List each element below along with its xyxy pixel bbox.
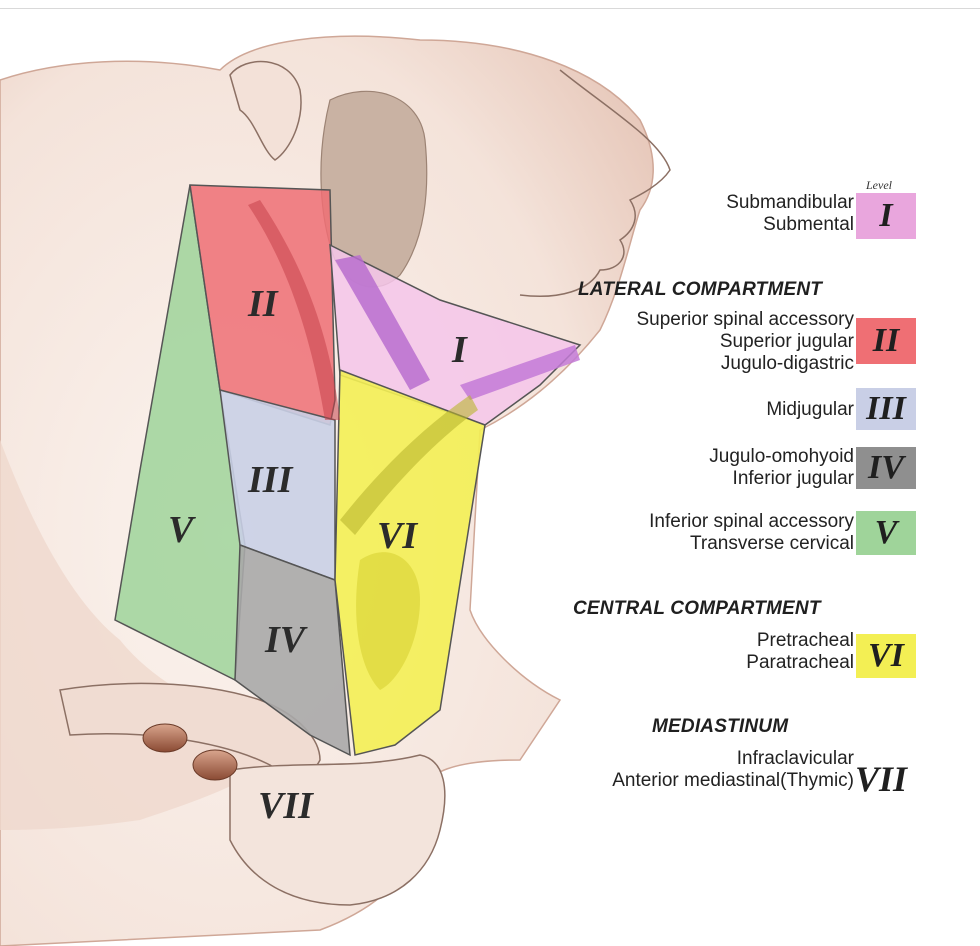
zone-ii-label: II (247, 283, 279, 325)
level-vi-swatch: VI (856, 634, 916, 678)
level-v-description: Inferior spinal accessory Transverse cer… (649, 511, 854, 554)
level-v-swatch: V (856, 511, 916, 555)
vessel-cut-1 (142, 723, 188, 753)
level-iii-description: Midjugular (766, 399, 854, 420)
mediastinum-area (229, 754, 446, 906)
top-divider (0, 8, 980, 9)
level-vi-description: Pretracheal Paratracheal (746, 630, 854, 673)
thyroid-hint (356, 552, 420, 690)
mediastinum-heading: MEDIASTINUM (652, 716, 789, 737)
level-ii-swatch: II (856, 318, 916, 364)
zone-vi-label: VI (377, 515, 418, 557)
vessel-cut-2 (192, 749, 238, 781)
zone-vii-label: VII (258, 785, 314, 827)
level-caption: Level (866, 178, 892, 192)
ear-outline (229, 60, 302, 161)
zone-i-label: I (451, 329, 468, 371)
level-i-description: Submandibular Submental (726, 192, 854, 235)
zone-v-label: V (168, 509, 196, 551)
digastric-band-2 (460, 345, 580, 400)
scm-muscle-hint (248, 200, 340, 420)
face-profile (519, 69, 671, 297)
level-ii-description: Superior spinal accessory Superior jugul… (636, 309, 854, 374)
zone-iii-label: III (247, 459, 294, 501)
level-iv-swatch: IV (856, 447, 916, 489)
lateral-compartment-heading: LATERAL COMPARTMENT (578, 279, 823, 300)
level-iii-swatch: III (856, 388, 916, 430)
level-iv-description: Jugulo-omohyoid Inferior jugular (709, 446, 854, 489)
level-vii-numeral: VII (855, 759, 908, 799)
zone-iv-label: IV (264, 619, 308, 661)
level-i-swatch: I (856, 193, 916, 239)
carotid-vessel (340, 395, 478, 535)
level-vii-description: Infraclavicular Anterior mediastinal(Thy… (612, 748, 854, 791)
zone-iv-region (234, 543, 351, 757)
digastric-band (335, 255, 430, 390)
central-compartment-heading: CENTRAL COMPARTMENT (573, 598, 821, 619)
